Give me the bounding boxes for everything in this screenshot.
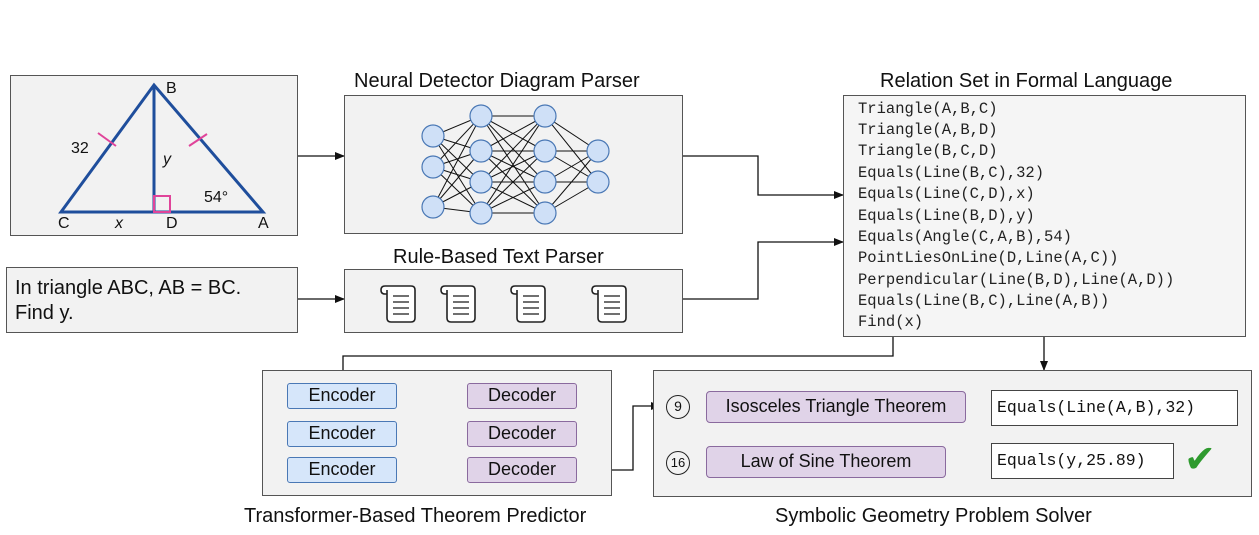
check-mark-icon: ✔ — [1184, 437, 1216, 481]
network-node — [533, 104, 557, 128]
network-node — [586, 139, 610, 163]
network-node — [469, 201, 493, 225]
problem-text-box: In triangle ABC, AB = BC. Find y. — [6, 267, 298, 333]
theorem-isosceles: Isosceles Triangle Theorem — [706, 391, 966, 423]
triangle-abc — [58, 82, 267, 214]
relation-set-panel: Triangle(A,B,C) Triangle(A,B,D) Triangle… — [843, 95, 1246, 337]
relation-line: Triangle(A,B,D) — [858, 121, 998, 139]
network-node — [533, 139, 557, 163]
relation-line: Perpendicular(Line(B,D),Line(A,D)) — [858, 271, 1175, 289]
step-result: Equals(y,25.89) — [991, 443, 1174, 479]
step-result: Equals(Line(A,B),32) — [991, 390, 1238, 426]
side-label-32: 32 — [71, 140, 89, 157]
scroll-icon — [591, 285, 627, 323]
network-node — [469, 139, 493, 163]
relation-line: Triangle(B,C,D) — [858, 142, 998, 160]
relation-set-title: Relation Set in Formal Language — [880, 70, 1173, 92]
label-y: y — [163, 151, 171, 168]
scroll-icon — [510, 285, 546, 323]
network-node — [469, 170, 493, 194]
theorem-predictor-title: Transformer-Based Theorem Predictor — [244, 505, 587, 527]
geometry-diagram-panel: B 32 y 54° C x D A — [10, 75, 298, 236]
vertex-label-a: A — [258, 215, 269, 232]
theorem-predictor-panel: Encoder Encoder Encoder Decoder Decoder … — [262, 370, 612, 496]
vertex-label-d: D — [166, 215, 178, 232]
network-node — [421, 195, 445, 219]
right-angle-mark — [153, 195, 171, 213]
relation-line: Equals(Line(B,C),Line(A,B)) — [858, 292, 1110, 310]
arrow-relations-to-predictor — [339, 337, 894, 382]
vertex-label-b: B — [166, 80, 177, 97]
problem-text-line-2: Find y. — [15, 302, 74, 324]
relation-line: Equals(Angle(C,A,B),54) — [858, 228, 1072, 246]
neural-network-icon — [421, 104, 610, 225]
label-x: x — [115, 215, 123, 232]
relation-line: Find(x) — [858, 313, 924, 331]
text-parser-panel — [344, 269, 683, 333]
solver-title: Symbolic Geometry Problem Solver — [775, 505, 1092, 527]
network-node — [421, 124, 445, 148]
angle-label-54: 54° — [204, 189, 229, 206]
tick-mark-ab — [188, 133, 208, 147]
scroll-icons — [380, 285, 627, 323]
relation-line: Equals(Line(C,D),x) — [858, 185, 1035, 203]
decoder-block: Decoder — [467, 457, 577, 483]
relation-line: PointLiesOnLine(D,Line(A,C)) — [858, 249, 1119, 267]
network-node — [586, 170, 610, 194]
decoder-block: Decoder — [467, 383, 577, 409]
arrow-parser-to-relations — [683, 155, 844, 199]
encoder-block: Encoder — [287, 421, 397, 447]
arrow-textparser-to-relations — [683, 238, 844, 300]
step-number-badge: 16 — [666, 451, 690, 475]
scroll-icon — [440, 285, 476, 323]
network-node — [421, 155, 445, 179]
relation-line: Equals(Line(B,C),32) — [858, 164, 1045, 182]
decoder-block: Decoder — [467, 421, 577, 447]
diagram-parser-panel — [344, 95, 683, 234]
diagram-parser-title: Neural Detector Diagram Parser — [354, 70, 640, 92]
network-node — [533, 170, 557, 194]
vertex-label-c: C — [58, 215, 70, 232]
network-node — [469, 104, 493, 128]
text-parser-title: Rule-Based Text Parser — [393, 246, 604, 268]
network-node — [533, 201, 557, 225]
theorem-law-of-sine: Law of Sine Theorem — [706, 446, 946, 478]
solver-panel: 9 Isosceles Triangle Theorem Equals(Line… — [653, 370, 1252, 497]
step-number-badge: 9 — [666, 395, 690, 419]
tick-mark-bc — [97, 132, 117, 147]
relation-line: Triangle(A,B,C) — [858, 100, 998, 118]
relation-line: Equals(Line(B,D),y) — [858, 207, 1035, 225]
triangle-figure — [58, 82, 267, 214]
scroll-icon — [380, 285, 416, 323]
problem-text-line-1: In triangle ABC, AB = BC. — [15, 277, 242, 299]
encoder-block: Encoder — [287, 383, 397, 409]
encoder-block: Encoder — [287, 457, 397, 483]
